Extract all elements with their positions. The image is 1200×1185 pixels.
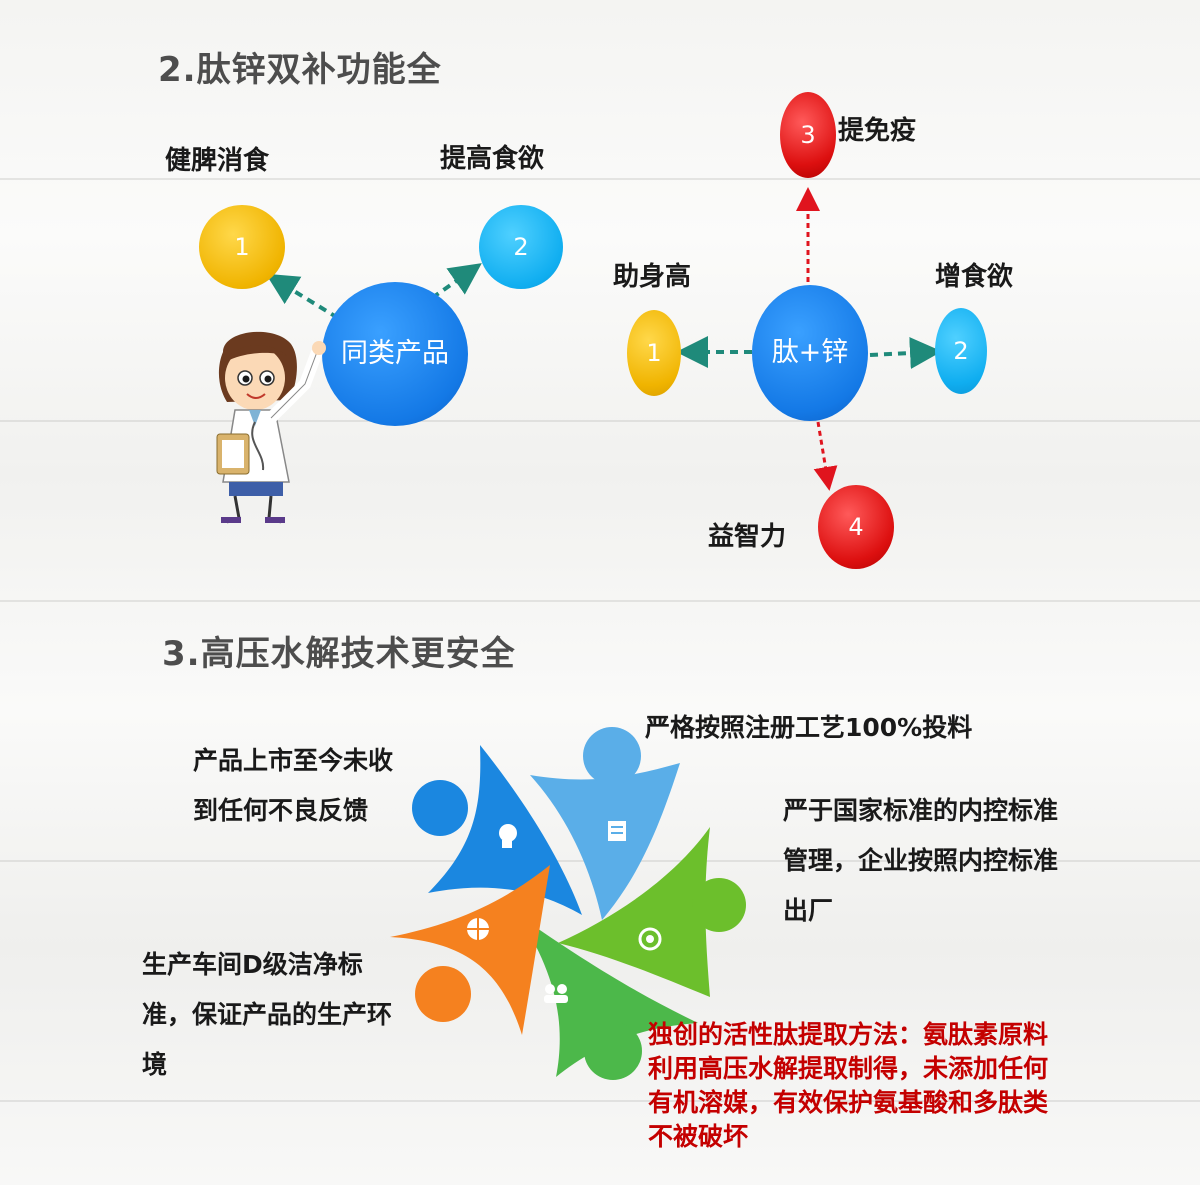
item-peptide-extraction: 独创的活性肽提取方法：氨肽素原料利用高压水解提取制得，未添加任何有机溶媒，有效保…: [648, 1020, 1049, 1151]
doctor-illustration: [216, 331, 326, 524]
left-node2-circle: 2: [479, 205, 563, 289]
arrow-to-intelligence: [813, 421, 838, 491]
immunity-circle: 3: [780, 92, 836, 178]
arrow-to-node1: [265, 273, 340, 320]
label-boost-immunity: 提免疫: [838, 116, 917, 146]
similar-products-circle: 同类产品: [322, 282, 468, 426]
pinwheel-blade-lightblue: [530, 763, 680, 920]
pinwheel-blade-green: [558, 827, 710, 997]
pinwheel-blade-midgreen: [518, 915, 698, 1077]
pinwheel-diagram: [390, 745, 710, 1077]
item-no-adverse-feedback: 产品上市至今未收到任何不良反馈: [193, 746, 394, 825]
document-icon: [608, 821, 626, 841]
item-internal-standard: 严于国家标准的内控标准管理，企业按照内控标准出厂: [783, 796, 1059, 925]
wood-grain: [0, 600, 1200, 602]
item2-dot: [583, 727, 641, 785]
appetite-circle: 2: [935, 308, 987, 394]
people-icon: [544, 984, 568, 1003]
grid-icon: [467, 918, 489, 940]
item5-dot: [415, 966, 471, 1022]
head-icon: [499, 824, 517, 848]
pinwheel-blade-orange: [390, 865, 550, 1035]
section2-heading: 2.肽锌双补功能全: [158, 50, 442, 90]
intelligence-circle: 4: [818, 485, 894, 569]
label-appetite: 增食欲: [935, 262, 1014, 292]
wood-grain: [0, 178, 1200, 180]
label-height: 助身高: [613, 262, 692, 292]
target-icon: [638, 927, 662, 951]
left-node1-circle: 1: [199, 205, 285, 289]
arrow-to-appetite: [869, 337, 942, 369]
arrow-to-node2: [430, 263, 482, 300]
wood-grain: [0, 1100, 1200, 1102]
label-intelligence: 益智力: [708, 522, 787, 552]
item4-dot: [584, 1022, 642, 1080]
label-spleen-digestion: 健脾消食: [165, 146, 270, 176]
wood-grain: [0, 420, 1200, 422]
item3-dot: [692, 878, 746, 932]
item1-dot: [412, 780, 468, 836]
item-clean-workshop: 生产车间D级洁净标准，保证产品的生产环境: [142, 950, 393, 1079]
item-registered-process: 严格按照注册工艺100%投料: [645, 713, 973, 742]
peptide-zinc-circle: 肽+锌: [752, 285, 868, 421]
height-circle: 1: [627, 310, 681, 396]
section3-heading: 3.高压水解技术更安全: [162, 634, 516, 674]
label-improve-appetite: 提高食欲: [440, 144, 545, 174]
